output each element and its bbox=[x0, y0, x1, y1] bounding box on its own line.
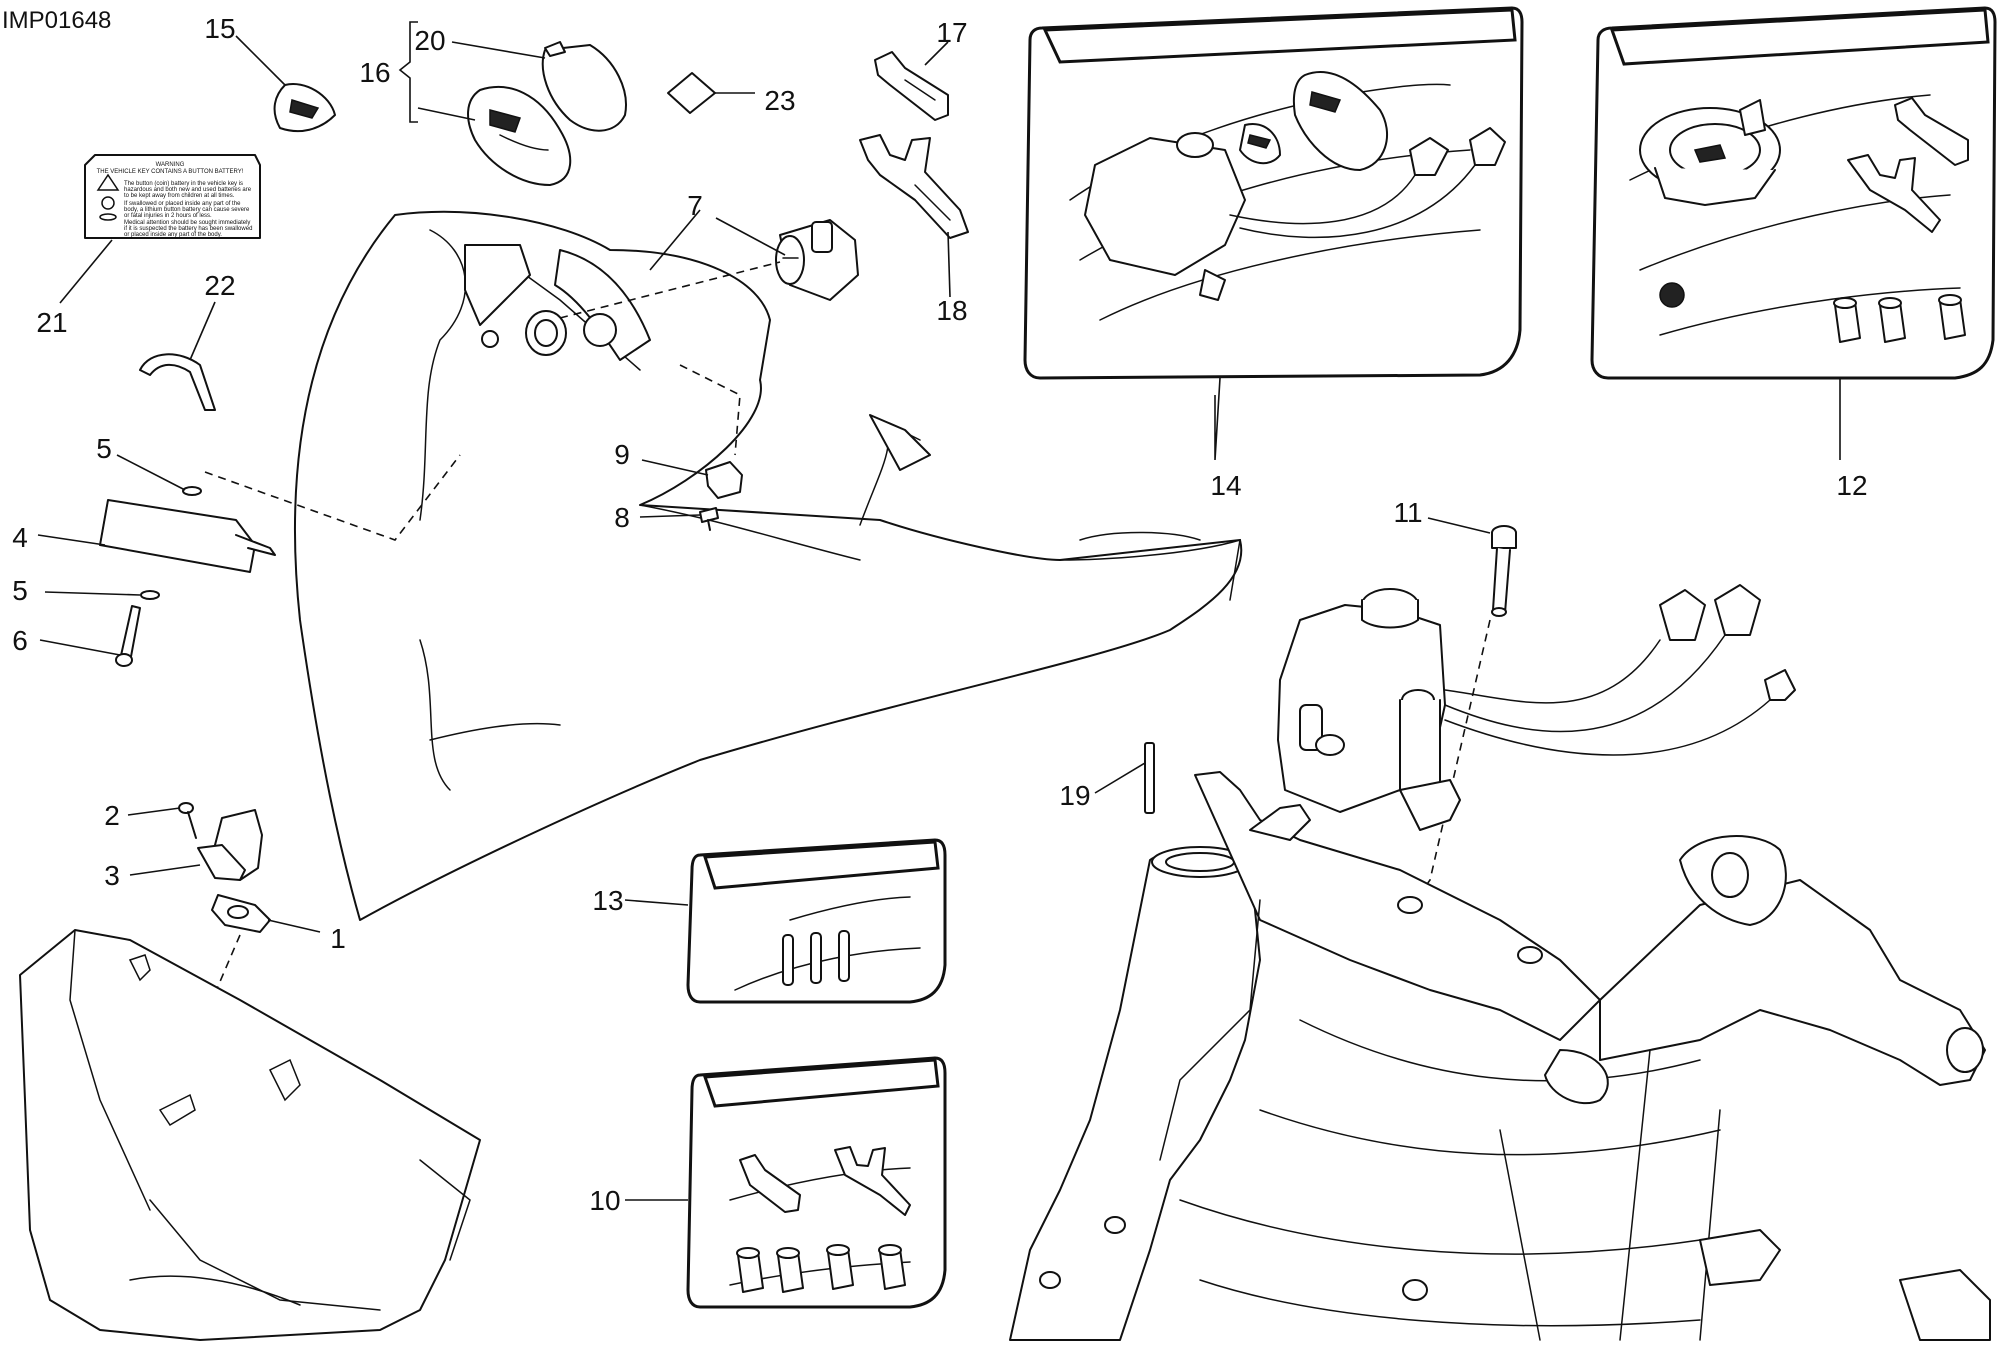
drawing-id: IMP01648 bbox=[2, 7, 111, 34]
bolt-11 bbox=[1491, 525, 1517, 617]
seal-23 bbox=[667, 72, 716, 114]
kit-12-lock-cylinders bbox=[1833, 294, 1966, 343]
callout-8: 8 bbox=[614, 502, 630, 533]
washer-5a bbox=[182, 486, 202, 496]
kit-14-keys bbox=[1239, 70, 1389, 171]
key-blank-15 bbox=[273, 83, 336, 133]
callout-15: 15 bbox=[204, 13, 235, 44]
callout-16: 16 bbox=[359, 57, 390, 88]
callout-18: 18 bbox=[936, 295, 967, 326]
kit-card-10 bbox=[686, 1056, 947, 1309]
callout-5a: 5 bbox=[96, 433, 112, 464]
coin-battery-icon bbox=[99, 213, 117, 221]
key-blank-18 bbox=[859, 134, 969, 239]
warning-label-line-9: or placed inside any part of the body. bbox=[124, 232, 222, 238]
frame bbox=[1009, 771, 1991, 1341]
inner-fairing bbox=[19, 929, 481, 1341]
screw-8 bbox=[699, 507, 719, 531]
key-blank-17 bbox=[874, 51, 949, 121]
warning-label-line-2: hazardous and both new and used batterie… bbox=[124, 187, 252, 193]
fairing-body bbox=[294, 210, 1243, 921]
bracket-16 bbox=[398, 21, 418, 123]
kit-card-12 bbox=[1590, 6, 1997, 380]
switch-connectors bbox=[1444, 584, 1796, 756]
ignition-lock-cylinder bbox=[775, 219, 859, 301]
ignition-switch bbox=[1277, 588, 1461, 831]
warning-triangle-icon bbox=[96, 173, 120, 191]
kit-12-key-blanks bbox=[1847, 97, 1969, 233]
callout-22: 22 bbox=[204, 270, 235, 301]
kit-14-switch bbox=[1084, 132, 1246, 301]
sensor-3 bbox=[197, 809, 263, 881]
assembly-line-4 bbox=[204, 454, 461, 541]
callouts: 15 16 20 23 17 18 7 21 22 5 4 5 6 9 8 14… bbox=[12, 13, 1867, 1216]
callout-23: 23 bbox=[764, 85, 795, 116]
warning-label-line-7: Medical attention should be sought immed… bbox=[124, 220, 250, 226]
clip-nut-9 bbox=[705, 461, 743, 499]
assembly-line-7 bbox=[559, 261, 781, 319]
washer-5b bbox=[140, 590, 160, 600]
kit-card-13 bbox=[686, 838, 947, 1004]
callout-1: 1 bbox=[330, 923, 346, 954]
gasket-1 bbox=[211, 894, 271, 933]
remote-key-16 bbox=[467, 85, 572, 186]
callout-5b: 5 bbox=[12, 575, 28, 606]
screw-6 bbox=[115, 605, 141, 667]
callout-6: 6 bbox=[12, 625, 28, 656]
kit-14-connectors bbox=[1229, 127, 1506, 239]
callout-9: 9 bbox=[614, 439, 630, 470]
callout-14: 14 bbox=[1210, 470, 1241, 501]
callout-7: 7 bbox=[687, 190, 703, 221]
warning-label-line-4: If swallowed or placed inside any part o… bbox=[124, 201, 241, 207]
callout-12: 12 bbox=[1836, 470, 1867, 501]
callout-19: 19 bbox=[1059, 780, 1090, 811]
warning-label-title-1: WARNING bbox=[156, 162, 185, 168]
pin-19 bbox=[1144, 742, 1155, 814]
warning-label-line-5: body, a lithium button battery can cause… bbox=[124, 207, 250, 213]
callout-3: 3 bbox=[104, 860, 120, 891]
callout-11: 11 bbox=[1393, 497, 1422, 528]
callout-17: 17 bbox=[936, 17, 967, 48]
headlight-bracket bbox=[464, 244, 651, 361]
callout-21: 21 bbox=[36, 307, 67, 338]
lock-nut bbox=[525, 310, 567, 356]
cable-strap-22 bbox=[139, 353, 216, 411]
battery-circle-icon bbox=[101, 196, 115, 210]
warning-label-21: WARNING THE VEHICLE KEY CONTAINS A BUTTO… bbox=[84, 154, 261, 239]
kit-12-plug bbox=[1659, 282, 1685, 308]
key-cover-20 bbox=[541, 41, 627, 132]
warning-label-line-8: if it is suspected the battery has been … bbox=[124, 226, 252, 232]
warning-label-line-1: The button (coin) battery in the vehicle… bbox=[124, 181, 243, 187]
warning-label-title-2: THE VEHICLE KEY CONTAINS A BUTTON BATTER… bbox=[97, 169, 244, 175]
warning-label-line-3: to be kept away from children at all tim… bbox=[124, 193, 235, 199]
screw-2 bbox=[178, 802, 197, 839]
callout-20: 20 bbox=[414, 25, 445, 56]
callout-13: 13 bbox=[592, 885, 623, 916]
kit-card-14 bbox=[1023, 6, 1524, 380]
cover-4 bbox=[99, 499, 276, 573]
leader-lines bbox=[37, 35, 1841, 1201]
callout-2: 2 bbox=[104, 800, 120, 831]
callout-10: 10 bbox=[589, 1185, 620, 1216]
kit-12-fuel-cap bbox=[1639, 99, 1781, 206]
callout-4: 4 bbox=[12, 522, 28, 553]
warning-label-line-6: or fatal injuries in 2 hours of less. bbox=[124, 213, 212, 219]
